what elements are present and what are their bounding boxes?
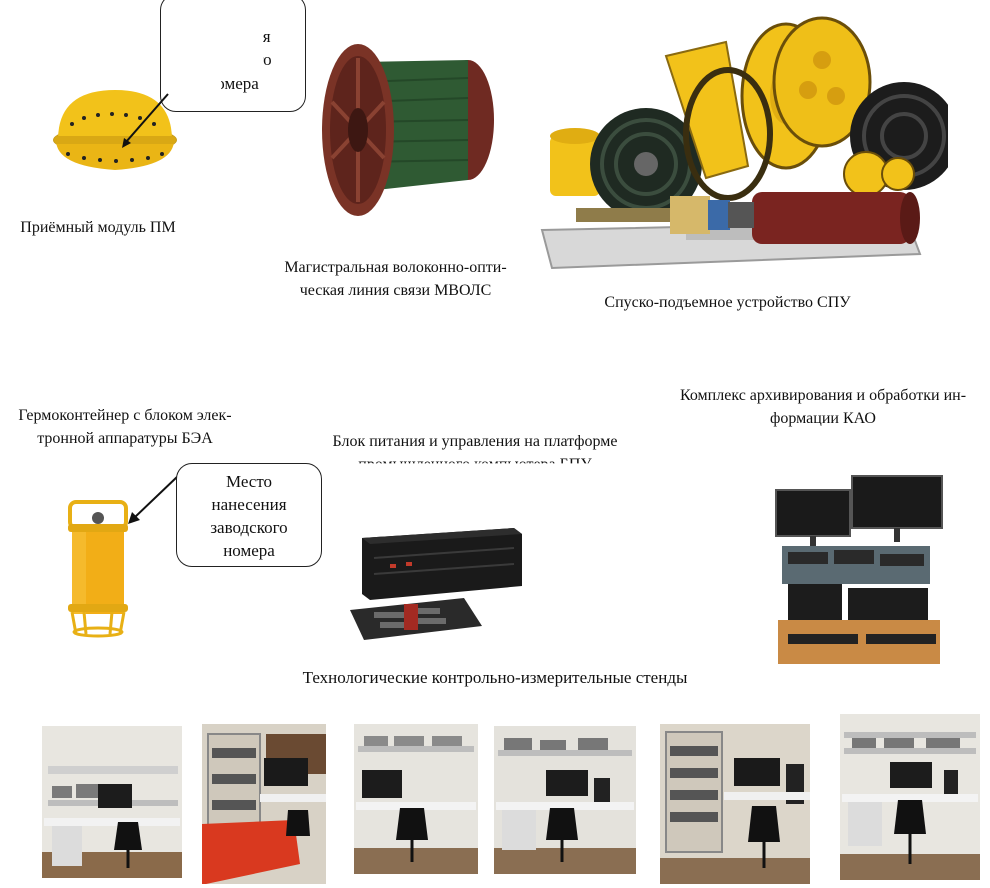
kao-caption: Комплекс архивирования и обработки ин- ф… [679, 387, 967, 427]
control-unit-image [344, 524, 526, 642]
test-stand-photo [354, 724, 478, 874]
test-stand-photo [840, 714, 980, 880]
receiver-module-image [50, 88, 180, 183]
hermetic-container-image [62, 498, 134, 638]
test-stand-photo [494, 726, 636, 874]
serial-number-callout-top: нанесения заводского номера [160, 0, 306, 112]
stands-heading: Технологические контрольно-измерительные… [302, 668, 688, 687]
bpu-caption: Блок питания и управления на платформе п… [332, 433, 618, 470]
archive-complex-image [774, 474, 944, 664]
callout-top-text: нанесения заводского [194, 27, 272, 69]
serial-number-callout: Место нанесения заводского номера [176, 463, 322, 567]
test-stand-photo [660, 724, 810, 884]
spu-caption: Спуско-подъемное устройство СПУ [604, 294, 851, 311]
callout-arrow [126, 474, 180, 526]
cable-drum-image [318, 42, 498, 217]
pm-caption: Приёмный модуль ПМ [20, 219, 176, 236]
bea-caption: Гермоконтейнер с блоком элек- тронной ап… [18, 407, 232, 447]
test-stand-photo [42, 726, 182, 878]
test-stand-photo [202, 724, 326, 884]
mvols-caption: Магистральная волоконно-опти- ческая лин… [284, 259, 507, 299]
launch-device-image [536, 16, 948, 278]
